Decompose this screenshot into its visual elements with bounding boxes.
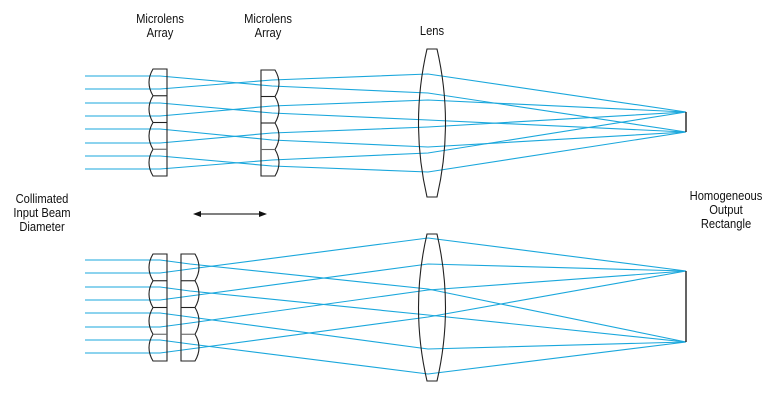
ray [85,286,687,343]
bottom-ray-bundle [85,237,687,375]
microlens-array [148,68,168,177]
ray [85,270,687,354]
label-line: Collimated [15,191,69,206]
label-line: Diameter [19,219,65,234]
focusing-lens [418,48,446,198]
label-line: Lens [419,23,445,38]
ray [85,73,687,113]
ray [85,259,687,343]
ray [85,237,687,274]
label-line: Homogeneous [689,188,763,203]
input-beam-label: Collimated Input Beam Diameter [6,192,78,234]
optics [148,48,687,382]
top-ray-bundle [85,73,687,173]
microlens-array-2-label: Microlens Array [240,12,295,40]
microlens-array-outline [180,253,200,362]
label-line: Output [709,202,743,217]
ray [85,270,687,328]
lens-label: Lens [411,24,454,38]
microlens-array-1-label: Microlens Array [132,12,187,40]
microlens-array [148,253,168,362]
focusing-lens [418,233,446,382]
ray [85,111,687,170]
arrow-head-right-icon [259,211,267,217]
microlens-array-outline [148,253,168,362]
label-line: Microlens [136,11,184,26]
ray [85,102,687,133]
microlens-array [260,69,280,177]
output-rectangle-label: Homogeneous Output Rectangle [683,189,769,231]
ray [85,131,687,173]
label-line: Input Beam [13,205,71,220]
label-line: Rectangle [700,216,752,231]
arrow-head-left-icon [193,211,201,217]
label-line: Array [254,25,282,40]
microlens-array-outline [148,68,168,177]
label-line: Microlens [244,11,292,26]
ray [85,75,687,133]
ray [85,99,687,117]
ray [85,339,687,375]
ray [85,312,687,350]
microlens-array-outline [260,69,280,177]
label-line: Array [146,25,174,40]
microlens-array [180,253,200,362]
ray [85,128,687,148]
ray [85,263,687,301]
ray [85,111,687,144]
